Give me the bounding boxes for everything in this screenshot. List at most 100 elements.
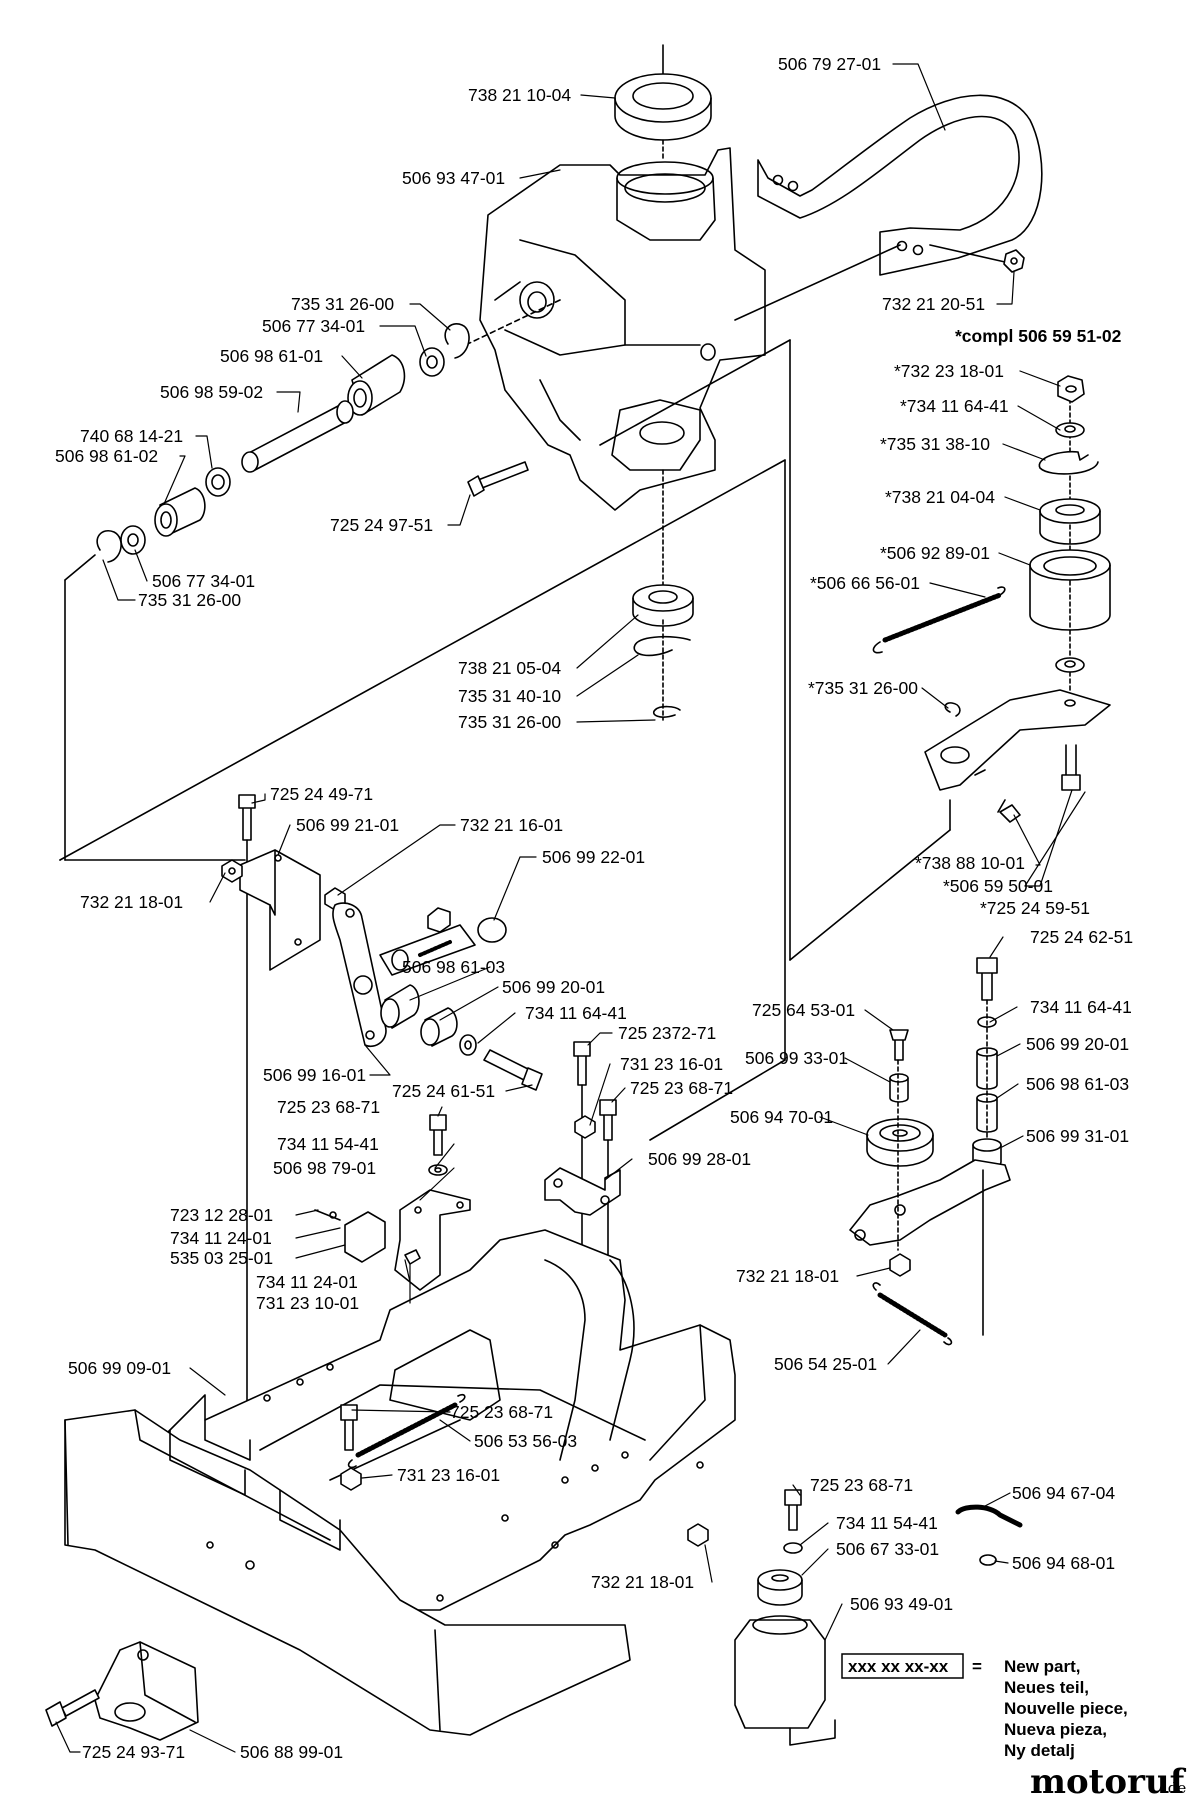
nut-732-21-20-51 (1003, 249, 1025, 273)
nut-732-21-18-01-left (221, 859, 243, 883)
bolt-725-23-68-71-left (429, 1114, 447, 1156)
cap-506-67-33-01 (757, 1569, 803, 1606)
label-506-99-20-01-a: 506 99 20-01 (502, 977, 605, 997)
label-732-21-18-01-a: 732 21 18-01 (80, 892, 183, 912)
label-compl-506-59-51-02: *compl 506 59 51-02 (955, 326, 1122, 346)
washer-right-stack (1055, 657, 1085, 673)
label-506-59-50-01: *506 59 50-01 (943, 876, 1053, 896)
label-731-23-16-01-a: 731 23 16-01 (620, 1054, 723, 1074)
label-506-99-16-01: 506 99 16-01 (263, 1065, 366, 1085)
circlip-735-31-26-00-upper (444, 323, 470, 359)
label-506-67-33-01: 506 67 33-01 (836, 1539, 939, 1559)
label-731-23-16-01-b: 731 23 16-01 (397, 1465, 500, 1485)
nut-732-21-18-01-frame (687, 1523, 709, 1547)
label-506-94-70-01: 506 94 70-01 (730, 1107, 833, 1127)
label-506-98-61-03-a: 506 98 61-03 (402, 957, 505, 977)
screw-731-23-10-01 (404, 1249, 421, 1265)
label-506-54-25-01: 506 54 25-01 (774, 1354, 877, 1374)
label-725-23-68-71-c: 725 23 68-71 (450, 1402, 553, 1422)
label-535-03-25-01: 535 03 25-01 (170, 1248, 273, 1268)
label-506-98-79-01: 506 98 79-01 (273, 1158, 376, 1178)
washer-506-77-34-01-upper (419, 347, 445, 377)
bolt-725-24-62-51 (976, 957, 998, 1001)
label-725-24-97-51: 725 24 97-51 (330, 515, 433, 535)
rod-end-506-99-22-01 (379, 917, 507, 976)
clamp-506-94-68-01 (979, 1554, 997, 1566)
label-738-21-05-04: 738 21 05-04 (458, 658, 561, 678)
spring-506-66-56-01 (872, 586, 1006, 654)
bolt-725-24-93-71 (45, 1689, 100, 1727)
label-506-98-61-02: 506 98 61-02 (55, 446, 158, 466)
label-506-98-59-02: 506 98 59-02 (160, 382, 263, 402)
pin-506-98-59-02 (241, 400, 354, 473)
legend-line-se: Ny detalj (1004, 1741, 1075, 1760)
label-731-23-10-01: 731 23 10-01 (256, 1293, 359, 1313)
label-738-21-04-04: *738 21 04-04 (885, 487, 995, 507)
washer-734-11-54-41-left (428, 1164, 448, 1176)
label-506-88-99-01: 506 88 99-01 (240, 1742, 343, 1762)
label-506-99-33-01: 506 99 33-01 (745, 1048, 848, 1068)
circlip-735-31-26-00-lower (96, 530, 122, 563)
label-735-31-26-00-a: 735 31 26-00 (291, 294, 394, 314)
label-734-11-24-01-b: 734 11 24-01 (256, 1272, 358, 1292)
bolt-725-24-61-51 (483, 1049, 543, 1091)
bracket-506-99-28-01 (544, 1167, 621, 1216)
label-506-99-28-01: 506 99 28-01 (648, 1149, 751, 1169)
label-738-88-10-01: *738 88 10-01 (915, 853, 1025, 873)
label-725-24-62-51: 725 24 62-51 (1030, 927, 1133, 947)
label-734-11-64-41-c: 734 11 64-41 (1030, 997, 1132, 1017)
arm-plate (849, 1159, 1011, 1246)
label-506-98-61-01: 506 98 61-01 (220, 346, 323, 366)
clip-735-31-26-00-right (944, 702, 961, 717)
nut-731-23-16-01-frame (340, 1467, 362, 1491)
label-735-31-38-10: *735 31 38-10 (880, 434, 990, 454)
plate-506-99-16-01 (332, 902, 387, 1047)
washer-734-11-64-41-right (1055, 422, 1085, 438)
spring-506-53-56-03 (347, 1393, 466, 1469)
label-732-23-18-01: *732 23 18-01 (894, 361, 1004, 381)
steering-arm-506-59-50-01 (924, 689, 1111, 791)
washer-734-11-54-41-reservoir (783, 1542, 803, 1554)
switch-535-03-25-01 (314, 1209, 386, 1263)
label-725-23-68-71-d: 725 23 68-71 (810, 1475, 913, 1495)
bolt-725-24-97-51 (467, 461, 529, 497)
bolt-725-23-68-71-center (599, 1099, 617, 1141)
label-735-31-26-00-c: 735 31 26-00 (458, 712, 561, 732)
label-725-2372-71: 725 2372-71 (618, 1023, 716, 1043)
label-725-24-49-71: 725 24 49-71 (270, 784, 373, 804)
bushing-506-99-20-01-right (976, 1047, 998, 1090)
label-506-99-22-01: 506 99 22-01 (542, 847, 645, 867)
bushing-506-98-61-02 (154, 487, 206, 537)
leader-lines (55, 63, 1086, 1753)
bolt-725-24-49-71 (238, 794, 256, 841)
washer-740-68-14-21 (205, 467, 231, 497)
label-732-21-18-01-c: 732 21 18-01 (591, 1572, 694, 1592)
bolt-725-23-68-71-frame (340, 1404, 358, 1451)
pulley-506-94-70-01 (866, 1118, 934, 1167)
label-725-64-53-01: 725 64 53-01 (752, 1000, 855, 1020)
label-725-24-59-51: *725 24 59-51 (980, 898, 1090, 918)
label-506-79-27-01: 506 79 27-01 (778, 54, 881, 74)
bolt-725-24-59-51 (1061, 744, 1081, 791)
label-734-11-24-01-a: 734 11 24-01 (170, 1228, 272, 1248)
part-labels: 738 21 10-04 506 79 27-01 506 93 47-01 7… (55, 54, 1133, 1762)
legend-line-fr: Nouvelle piece, (1004, 1699, 1128, 1718)
bracket-506-99-21-01 (239, 849, 321, 971)
legend-box-text: xxx xx xx-xx (848, 1657, 949, 1676)
legend-equals: = (972, 1657, 982, 1676)
label-725-23-68-71-a: 725 23 68-71 (630, 1078, 733, 1098)
label-506-53-56-03: 506 53 56-03 (474, 1431, 577, 1451)
label-506-93-49-01: 506 93 49-01 (850, 1594, 953, 1614)
legend-line-de: Neues teil, (1004, 1678, 1089, 1697)
bushing-506-99-20-01-left (420, 1007, 458, 1047)
legend: xxx xx xx-xx = New part, Neues teil, Nou… (841, 1653, 1128, 1760)
label-506-77-34-01-b: 506 77 34-01 (152, 571, 255, 591)
label-732-21-20-51: 732 21 20-51 (882, 294, 985, 314)
label-506-94-68-01: 506 94 68-01 (1012, 1553, 1115, 1573)
label-734-11-54-41-b: 734 11 54-41 (836, 1513, 938, 1533)
grease-nipple-738-88-10-01 (997, 799, 1021, 823)
label-734-11-64-41-a: *734 11 64-41 (900, 396, 1009, 416)
legend-line-en: New part, (1004, 1657, 1081, 1676)
